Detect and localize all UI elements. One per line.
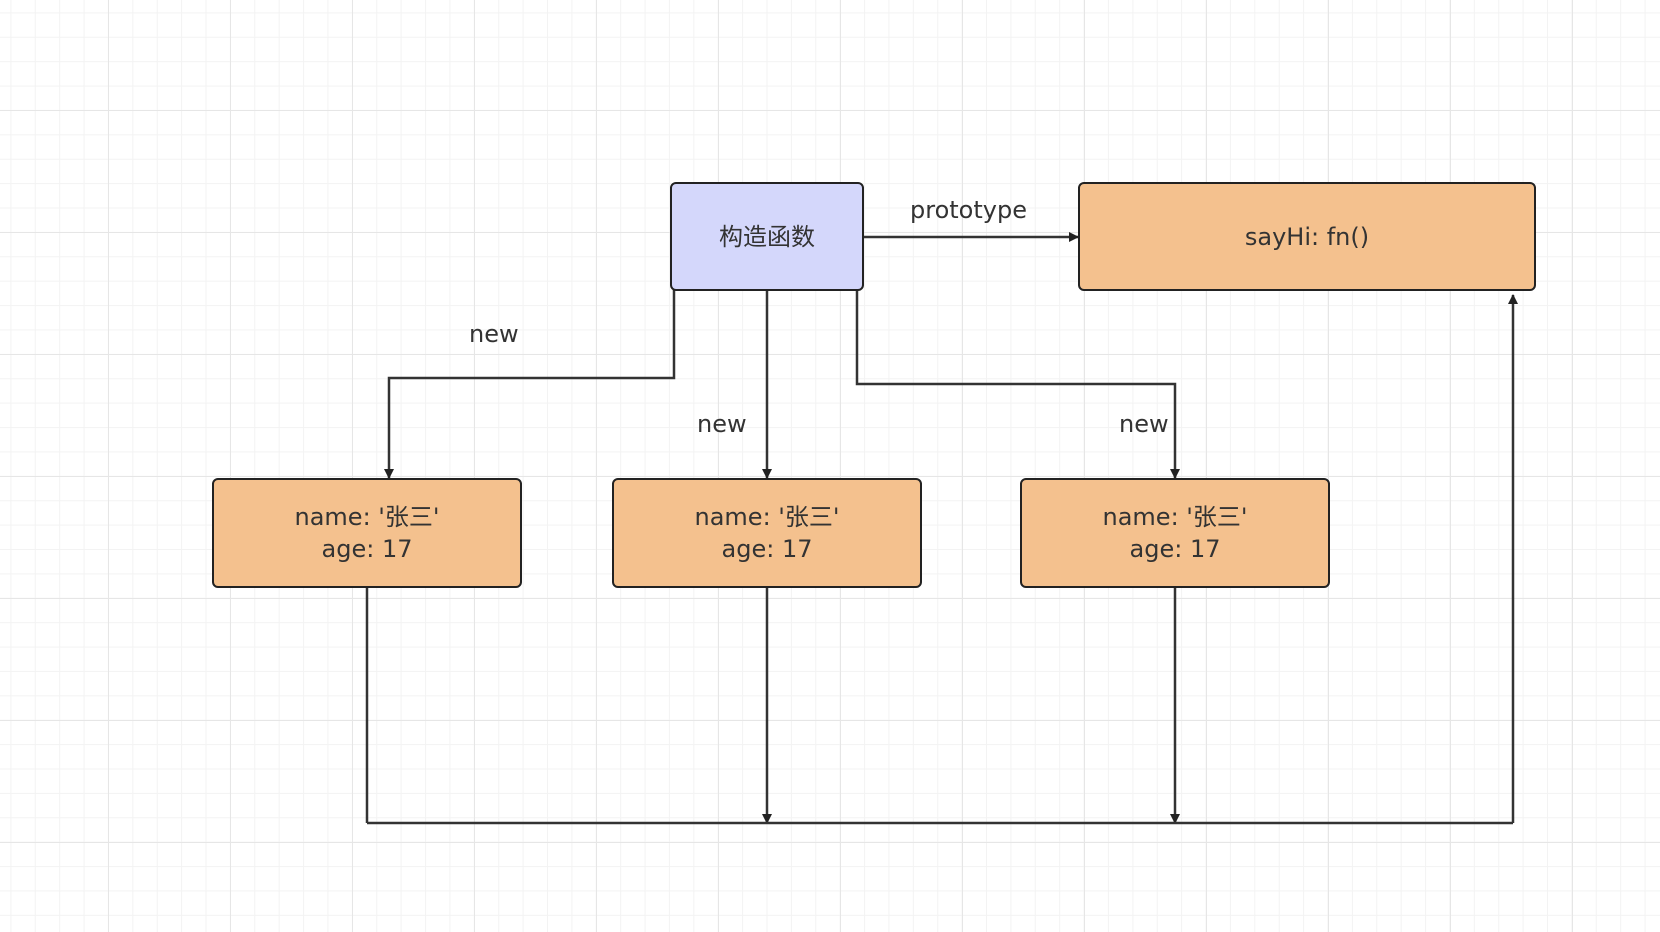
new-edge-3 <box>855 290 1180 479</box>
instance-node-2: name: '张三' age: 17 <box>612 478 922 588</box>
new-edge-label-3: new <box>1119 410 1169 438</box>
prototype-edge-label: prototype <box>910 196 1027 224</box>
instance-age: age: 17 <box>721 535 813 563</box>
instance-name: name: '张三' <box>1102 503 1248 531</box>
instance-node-3: name: '张三' age: 17 <box>1020 478 1330 588</box>
instance-name: name: '张三' <box>694 503 840 531</box>
prototype-node: sayHi: fn() <box>1078 182 1536 291</box>
prototype-label: sayHi: fn() <box>1244 222 1370 251</box>
instance-age: age: 17 <box>1129 535 1221 563</box>
instance-node-1: name: '张三' age: 17 <box>212 478 522 588</box>
new-edge-label-1: new <box>469 320 519 348</box>
instance-age: age: 17 <box>321 535 413 563</box>
instance-name: name: '张三' <box>294 503 440 531</box>
constructor-label: 构造函数 <box>719 222 815 251</box>
constructor-node: 构造函数 <box>670 182 864 291</box>
new-edge-label-2: new <box>697 410 747 438</box>
new-edge-1 <box>384 290 676 479</box>
